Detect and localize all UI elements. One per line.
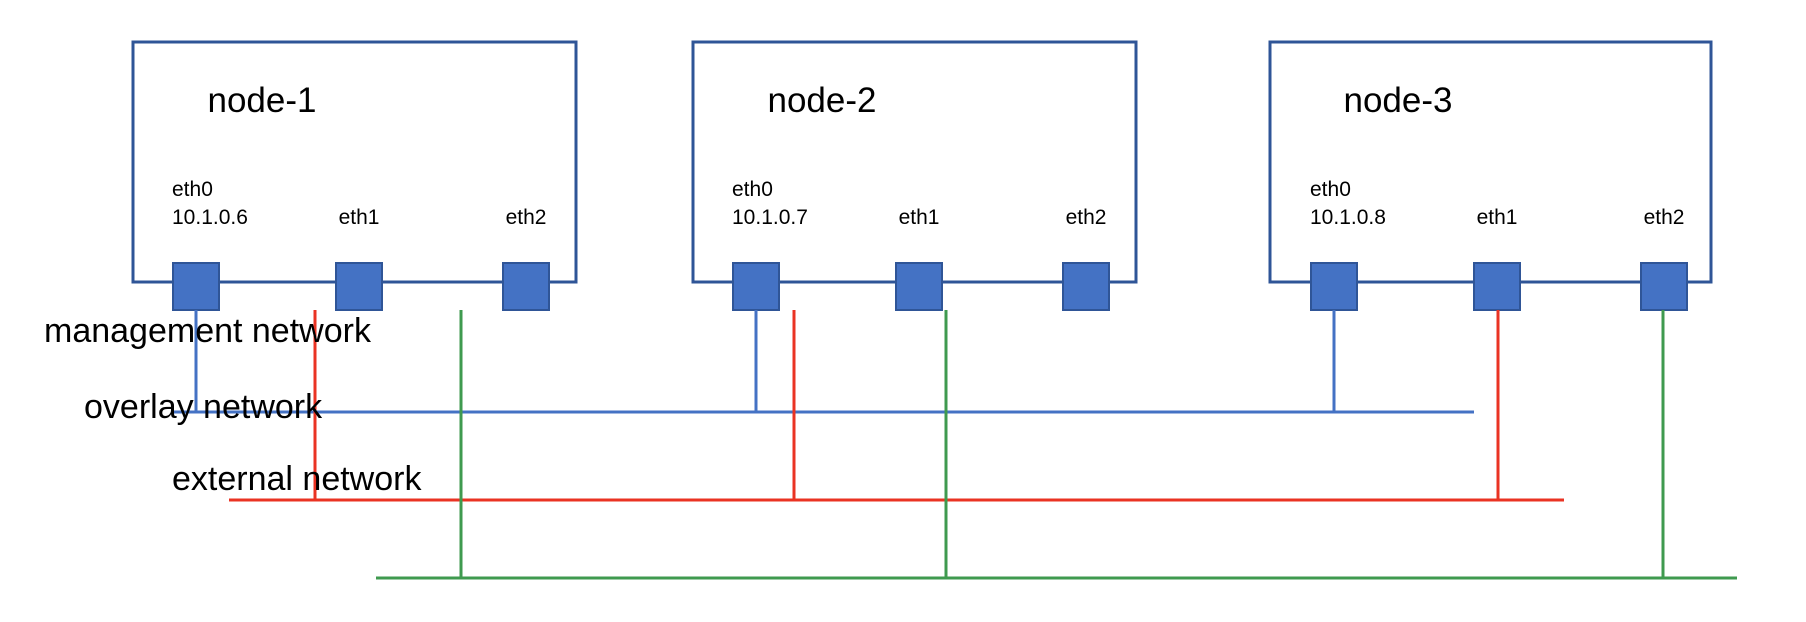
port-ip-node-2-eth0: 10.1.0.7 [732,206,808,229]
port-node-3-eth1[interactable] [1473,262,1521,311]
port-label-node-1-eth1: eth1 [339,206,380,229]
port-node-2-eth2[interactable] [1062,262,1110,311]
port-label-node-3-eth1: eth1 [1477,206,1518,229]
node-title-node-2: node-2 [768,81,877,120]
port-label-node-1-eth2: eth2 [506,206,547,229]
network-label-external: external network [172,460,422,498]
port-node-3-eth2[interactable] [1640,262,1688,311]
node-box-node-2[interactable] [691,40,1138,284]
labels-layer: management network overlay network externa… [44,312,422,498]
port-label-node-3-eth2: eth2 [1644,206,1685,229]
node-title-node-1: node-1 [208,81,317,120]
port-ip-node-3-eth0: 10.1.0.8 [1310,206,1386,229]
port-node-1-eth0[interactable] [172,262,220,311]
port-node-2-eth1[interactable] [895,262,943,311]
node-node-3[interactable]: node-3 eth0 10.1.0.8 eth1 eth2 [1268,40,1713,311]
node-node-1[interactable]: node-1 eth0 10.1.0.6 eth1 eth2 [131,40,578,311]
port-node-1-eth1[interactable] [335,262,383,311]
network-management [173,310,1474,414]
node-title-node-3: node-3 [1344,81,1453,120]
nodes-layer: node-1 eth0 10.1.0.6 eth1 eth2 node-2 eth0 10.1… [131,40,1713,311]
port-label-node-1-eth0: eth0 [172,178,213,201]
port-node-1-eth2[interactable] [502,262,550,311]
port-ip-node-1-eth0: 10.1.0.6 [172,206,248,229]
network-external [376,310,1737,580]
port-label-node-2-eth2: eth2 [1066,206,1107,229]
port-label-node-3-eth0: eth0 [1310,178,1351,201]
port-label-node-2-eth0: eth0 [732,178,773,201]
networks-layer [173,310,1737,580]
node-box-node-3[interactable] [1268,40,1713,284]
port-node-3-eth0[interactable] [1310,262,1358,311]
port-label-node-2-eth1: eth1 [899,206,940,229]
port-node-2-eth0[interactable] [732,262,780,311]
node-node-2[interactable]: node-2 eth0 10.1.0.7 eth1 eth2 [691,40,1138,311]
network-label-overlay: overlay network [84,388,323,426]
network-overlay [229,310,1564,502]
node-box-node-1[interactable] [131,40,578,284]
network-label-management: management network [44,312,372,350]
